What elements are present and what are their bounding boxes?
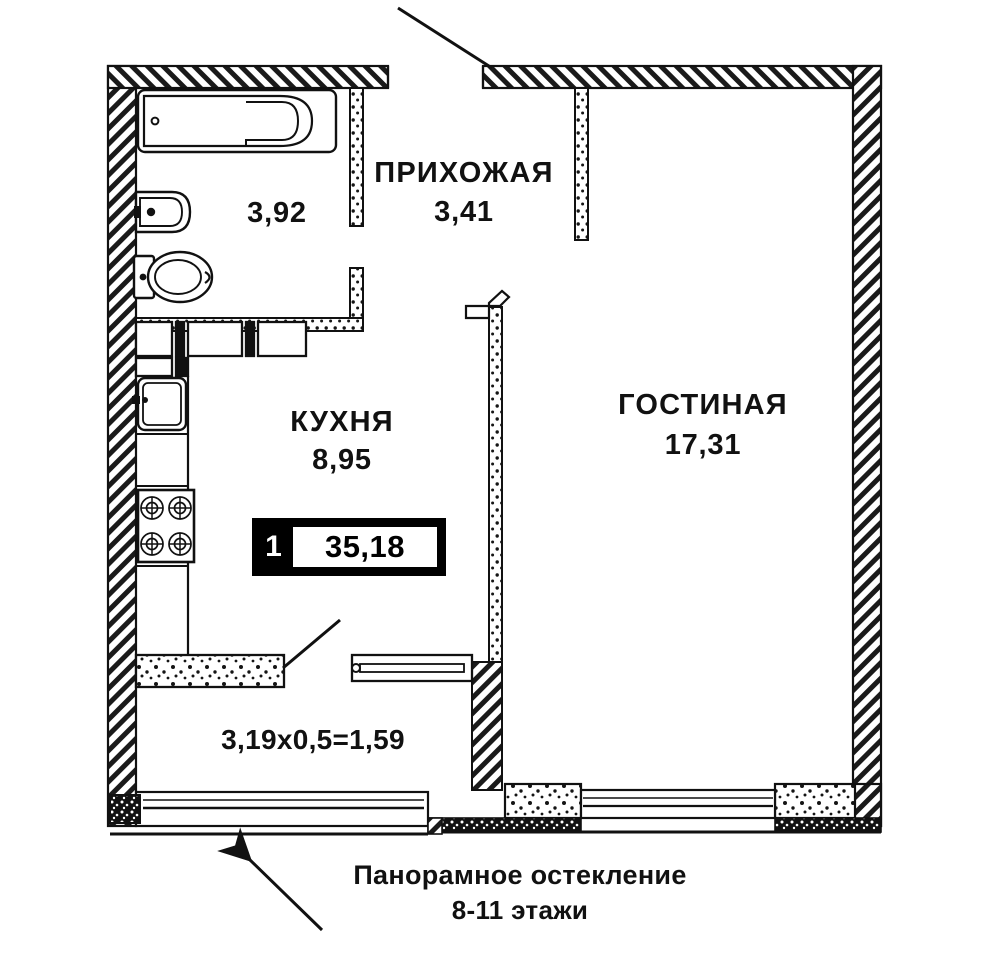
room-label-living-room-name: ГОСТИНАЯ bbox=[618, 389, 788, 421]
closet-row bbox=[134, 320, 308, 378]
balcony-glazing bbox=[109, 790, 430, 828]
balcony bbox=[109, 653, 474, 828]
room-label-bathroom-area: 3,92 bbox=[247, 197, 307, 229]
entry-door-opening bbox=[386, 66, 485, 88]
toilet-icon bbox=[132, 250, 214, 304]
badge-room-count: 1 bbox=[254, 520, 293, 574]
room-label-living-room-area: 17,31 bbox=[664, 429, 742, 461]
badge-total-area: 35,18 bbox=[293, 527, 437, 567]
leader-panoramic-glazing bbox=[217, 827, 324, 932]
leader-entry-door bbox=[397, 6, 493, 70]
washbasin-icon bbox=[134, 190, 192, 234]
bathtub-icon bbox=[136, 88, 338, 154]
kitchen-fixtures bbox=[132, 376, 196, 660]
apartment-summary-badge: 1 35,18 bbox=[252, 518, 446, 576]
balcony-door-icon bbox=[350, 653, 474, 683]
room-label-hallway-name: ПРИХОЖАЯ bbox=[374, 157, 554, 189]
kitchen-sink-icon bbox=[132, 376, 188, 432]
room-label-kitchen-area: 8,95 bbox=[312, 444, 372, 476]
balcony-dimension-label: 3,19x0,5=1,59 bbox=[221, 724, 405, 755]
caption-panoramic-glazing: Панорамное остекление bbox=[353, 860, 687, 890]
cooktop-icon bbox=[136, 488, 196, 564]
exterior-walls bbox=[106, 64, 883, 828]
bathroom-fixtures bbox=[132, 88, 338, 304]
leader-lines bbox=[217, 6, 493, 932]
leader-balcony-sill bbox=[282, 618, 341, 670]
room-label-kitchen-name: КУХНЯ bbox=[290, 406, 394, 438]
room-label-hallway-area: 3,41 bbox=[434, 196, 494, 228]
caption-floors-range: 8-11 этажи bbox=[451, 895, 589, 925]
panoramic-window bbox=[110, 782, 882, 836]
